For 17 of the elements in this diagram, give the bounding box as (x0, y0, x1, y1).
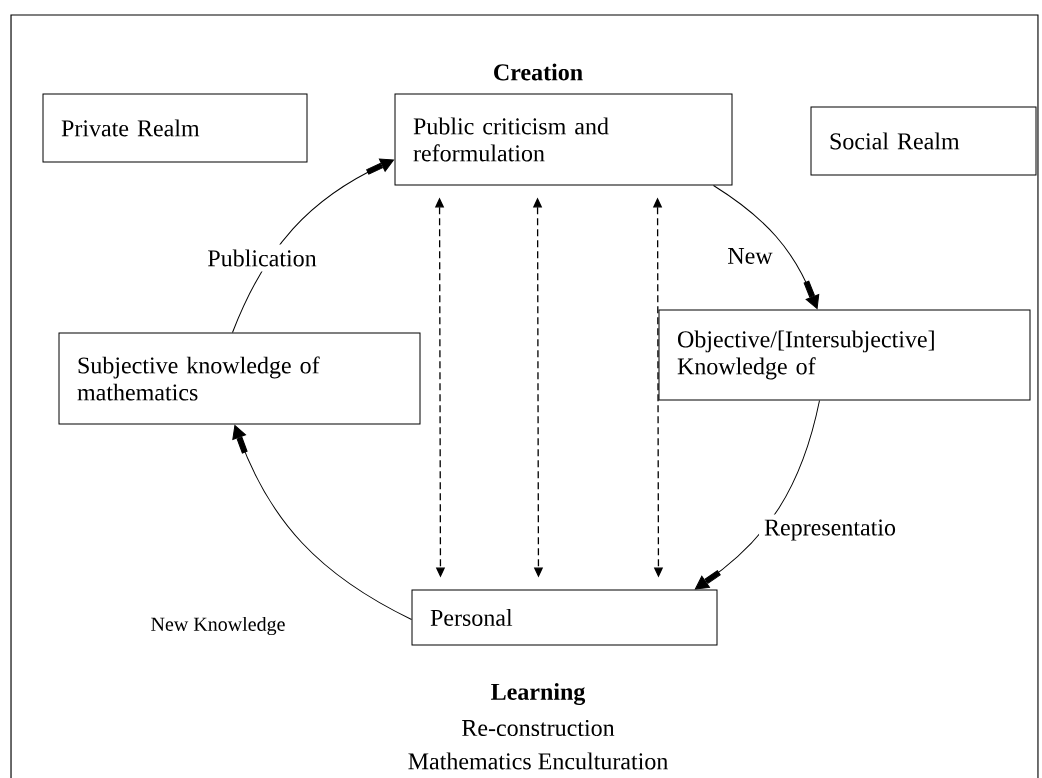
heading: Learning (491, 683, 586, 705)
process-box: Personal (411, 589, 718, 646)
arrow (694, 400, 820, 590)
caption-text: New Knowledge (151, 616, 285, 636)
edge-label: Publication (202, 244, 322, 272)
caption-text: Mathematics Enculturation (408, 752, 668, 770)
realm-box: Social Realm (810, 106, 1037, 176)
edge-label: Representatio (759, 514, 901, 546)
arrow (232, 158, 395, 333)
arrow (713, 185, 820, 309)
process-box: Objective/[Intersubjective] Knowledge of (658, 309, 1031, 401)
caption-text: Re-construction (462, 719, 615, 737)
process-box: Subjective knowledge of mathematics (58, 332, 421, 425)
arrow (232, 425, 412, 620)
edge-label: New (722, 243, 778, 269)
realm-box: Private Realm (42, 93, 308, 163)
process-box: Public criticism and reformulation (394, 93, 733, 186)
